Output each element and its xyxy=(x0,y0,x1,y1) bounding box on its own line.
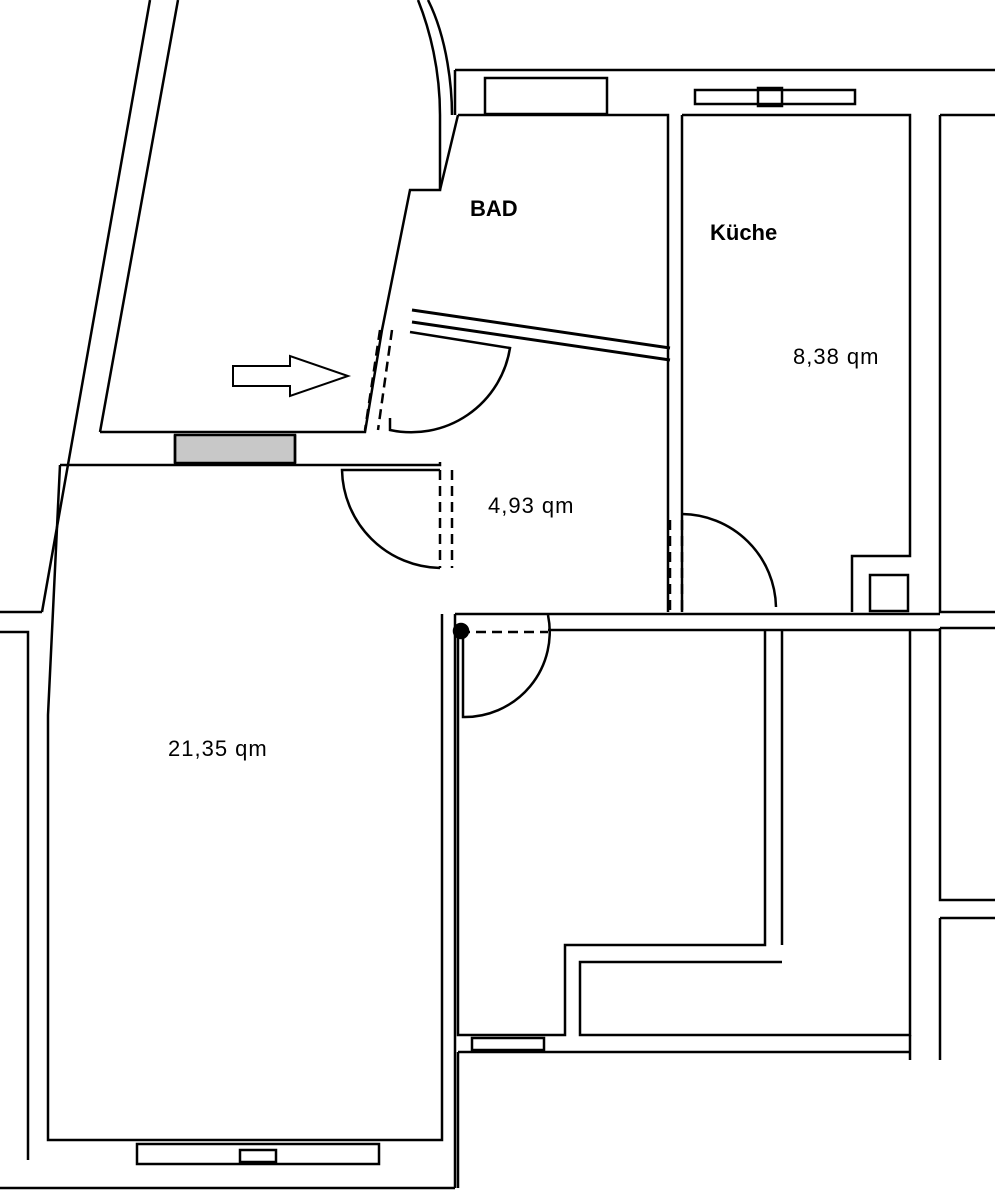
window-kueche xyxy=(693,88,857,106)
top-outer-wall xyxy=(453,68,995,115)
door-swing-bad xyxy=(388,330,512,434)
window-kueche-frame xyxy=(756,86,784,108)
door-swing-wohnen xyxy=(340,468,441,570)
bad-partition xyxy=(411,308,671,362)
window-wohnen-frame xyxy=(238,1148,278,1164)
window-lower xyxy=(470,1036,546,1052)
right-walls xyxy=(938,113,995,1060)
gray-block xyxy=(173,433,297,465)
corridor-outline xyxy=(100,115,442,434)
lower-room-walls xyxy=(456,630,912,1037)
door-swing-kueche xyxy=(681,512,778,608)
bad-walls xyxy=(438,113,670,612)
door-jamb-wohnen xyxy=(438,470,454,568)
wohnen-walls xyxy=(0,462,457,1190)
window-wohnen xyxy=(135,1142,381,1166)
window-bad xyxy=(483,76,609,116)
entrance-arrow-icon xyxy=(232,354,352,398)
flur-bottom-wall xyxy=(455,612,940,632)
room-area-flur: 4,93 qm xyxy=(488,493,575,518)
kueche-shaft xyxy=(868,573,910,613)
room-area-kueche: 8,38 qm xyxy=(793,344,880,369)
door-swing-lower xyxy=(461,614,551,719)
room-label-kueche: Küche xyxy=(710,220,778,245)
entrance-corridor-walls xyxy=(40,0,454,613)
room-label-bad: BAD xyxy=(470,196,518,221)
bottom-outer-wall xyxy=(456,1035,912,1188)
door-jamb-kueche xyxy=(668,520,684,612)
room-area-wohnen: 21,35 qm xyxy=(168,736,268,761)
entrance-door-jamb xyxy=(363,329,394,431)
